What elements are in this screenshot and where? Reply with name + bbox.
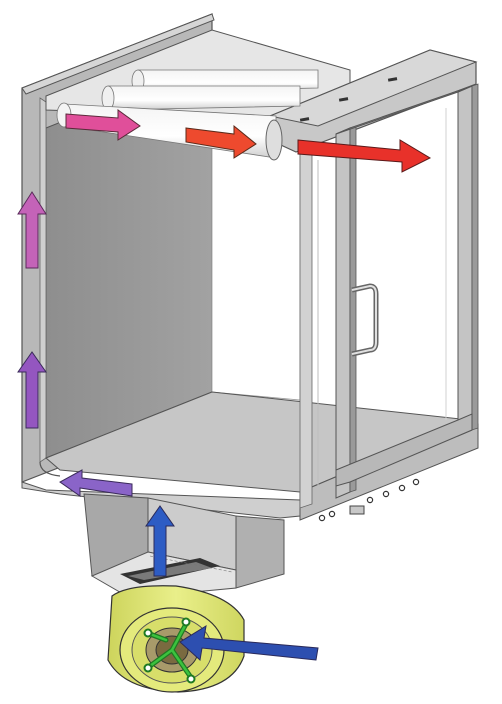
door-handle-icon [351, 283, 379, 357]
back-up-upper-arrow-icon [17, 191, 47, 269]
duct-up-arrow-icon [145, 505, 175, 577]
back-up-lower-arrow-icon [17, 351, 47, 429]
top-forward-arrow-icon [65, 109, 141, 141]
airflow-arrows [17, 109, 432, 661]
centrifugal-fan-icon [107, 585, 245, 693]
top-exit-arrow-icon [297, 139, 432, 173]
fan-intake-arrow-icon [179, 624, 319, 661]
glass-door-icon [299, 83, 479, 522]
air-duct-icon [83, 493, 285, 599]
top-mid-arrow-icon [185, 124, 257, 159]
floor-back-arrow-icon [59, 469, 133, 497]
